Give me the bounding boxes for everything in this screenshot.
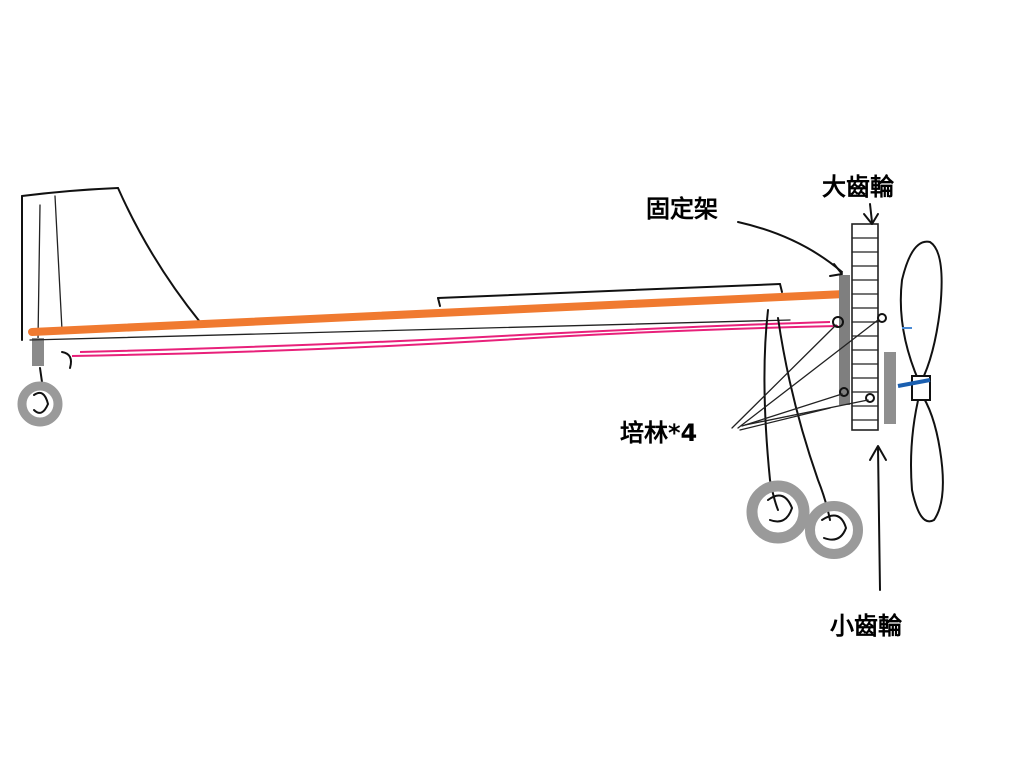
main-rod (28, 290, 849, 336)
tail-wheel-strut (32, 338, 72, 383)
bearings (832, 313, 887, 403)
tail-wheel (17, 381, 63, 427)
label-small-gear: 小齒輪 (830, 612, 903, 640)
small-gear-arrow (869, 445, 887, 591)
label-fixed-bracket: 固定架 (646, 195, 718, 223)
front-wheel-left (746, 480, 810, 544)
large-gear-leader-line (863, 203, 879, 225)
wing-outline (437, 283, 783, 307)
front-wheel-right (805, 501, 863, 559)
rubber-band (71, 321, 839, 357)
bracket-leader-line (737, 221, 843, 277)
label-large-gear: 大齒輪 (822, 173, 895, 201)
small-gear (884, 352, 896, 424)
tail-fin (21, 187, 201, 341)
label-bearings: 培林*4 (620, 419, 697, 447)
fuselage-lower-line (29, 319, 791, 341)
propeller (897, 240, 944, 523)
bearings-leader-lines (731, 319, 879, 431)
fixed-bracket (839, 275, 850, 405)
